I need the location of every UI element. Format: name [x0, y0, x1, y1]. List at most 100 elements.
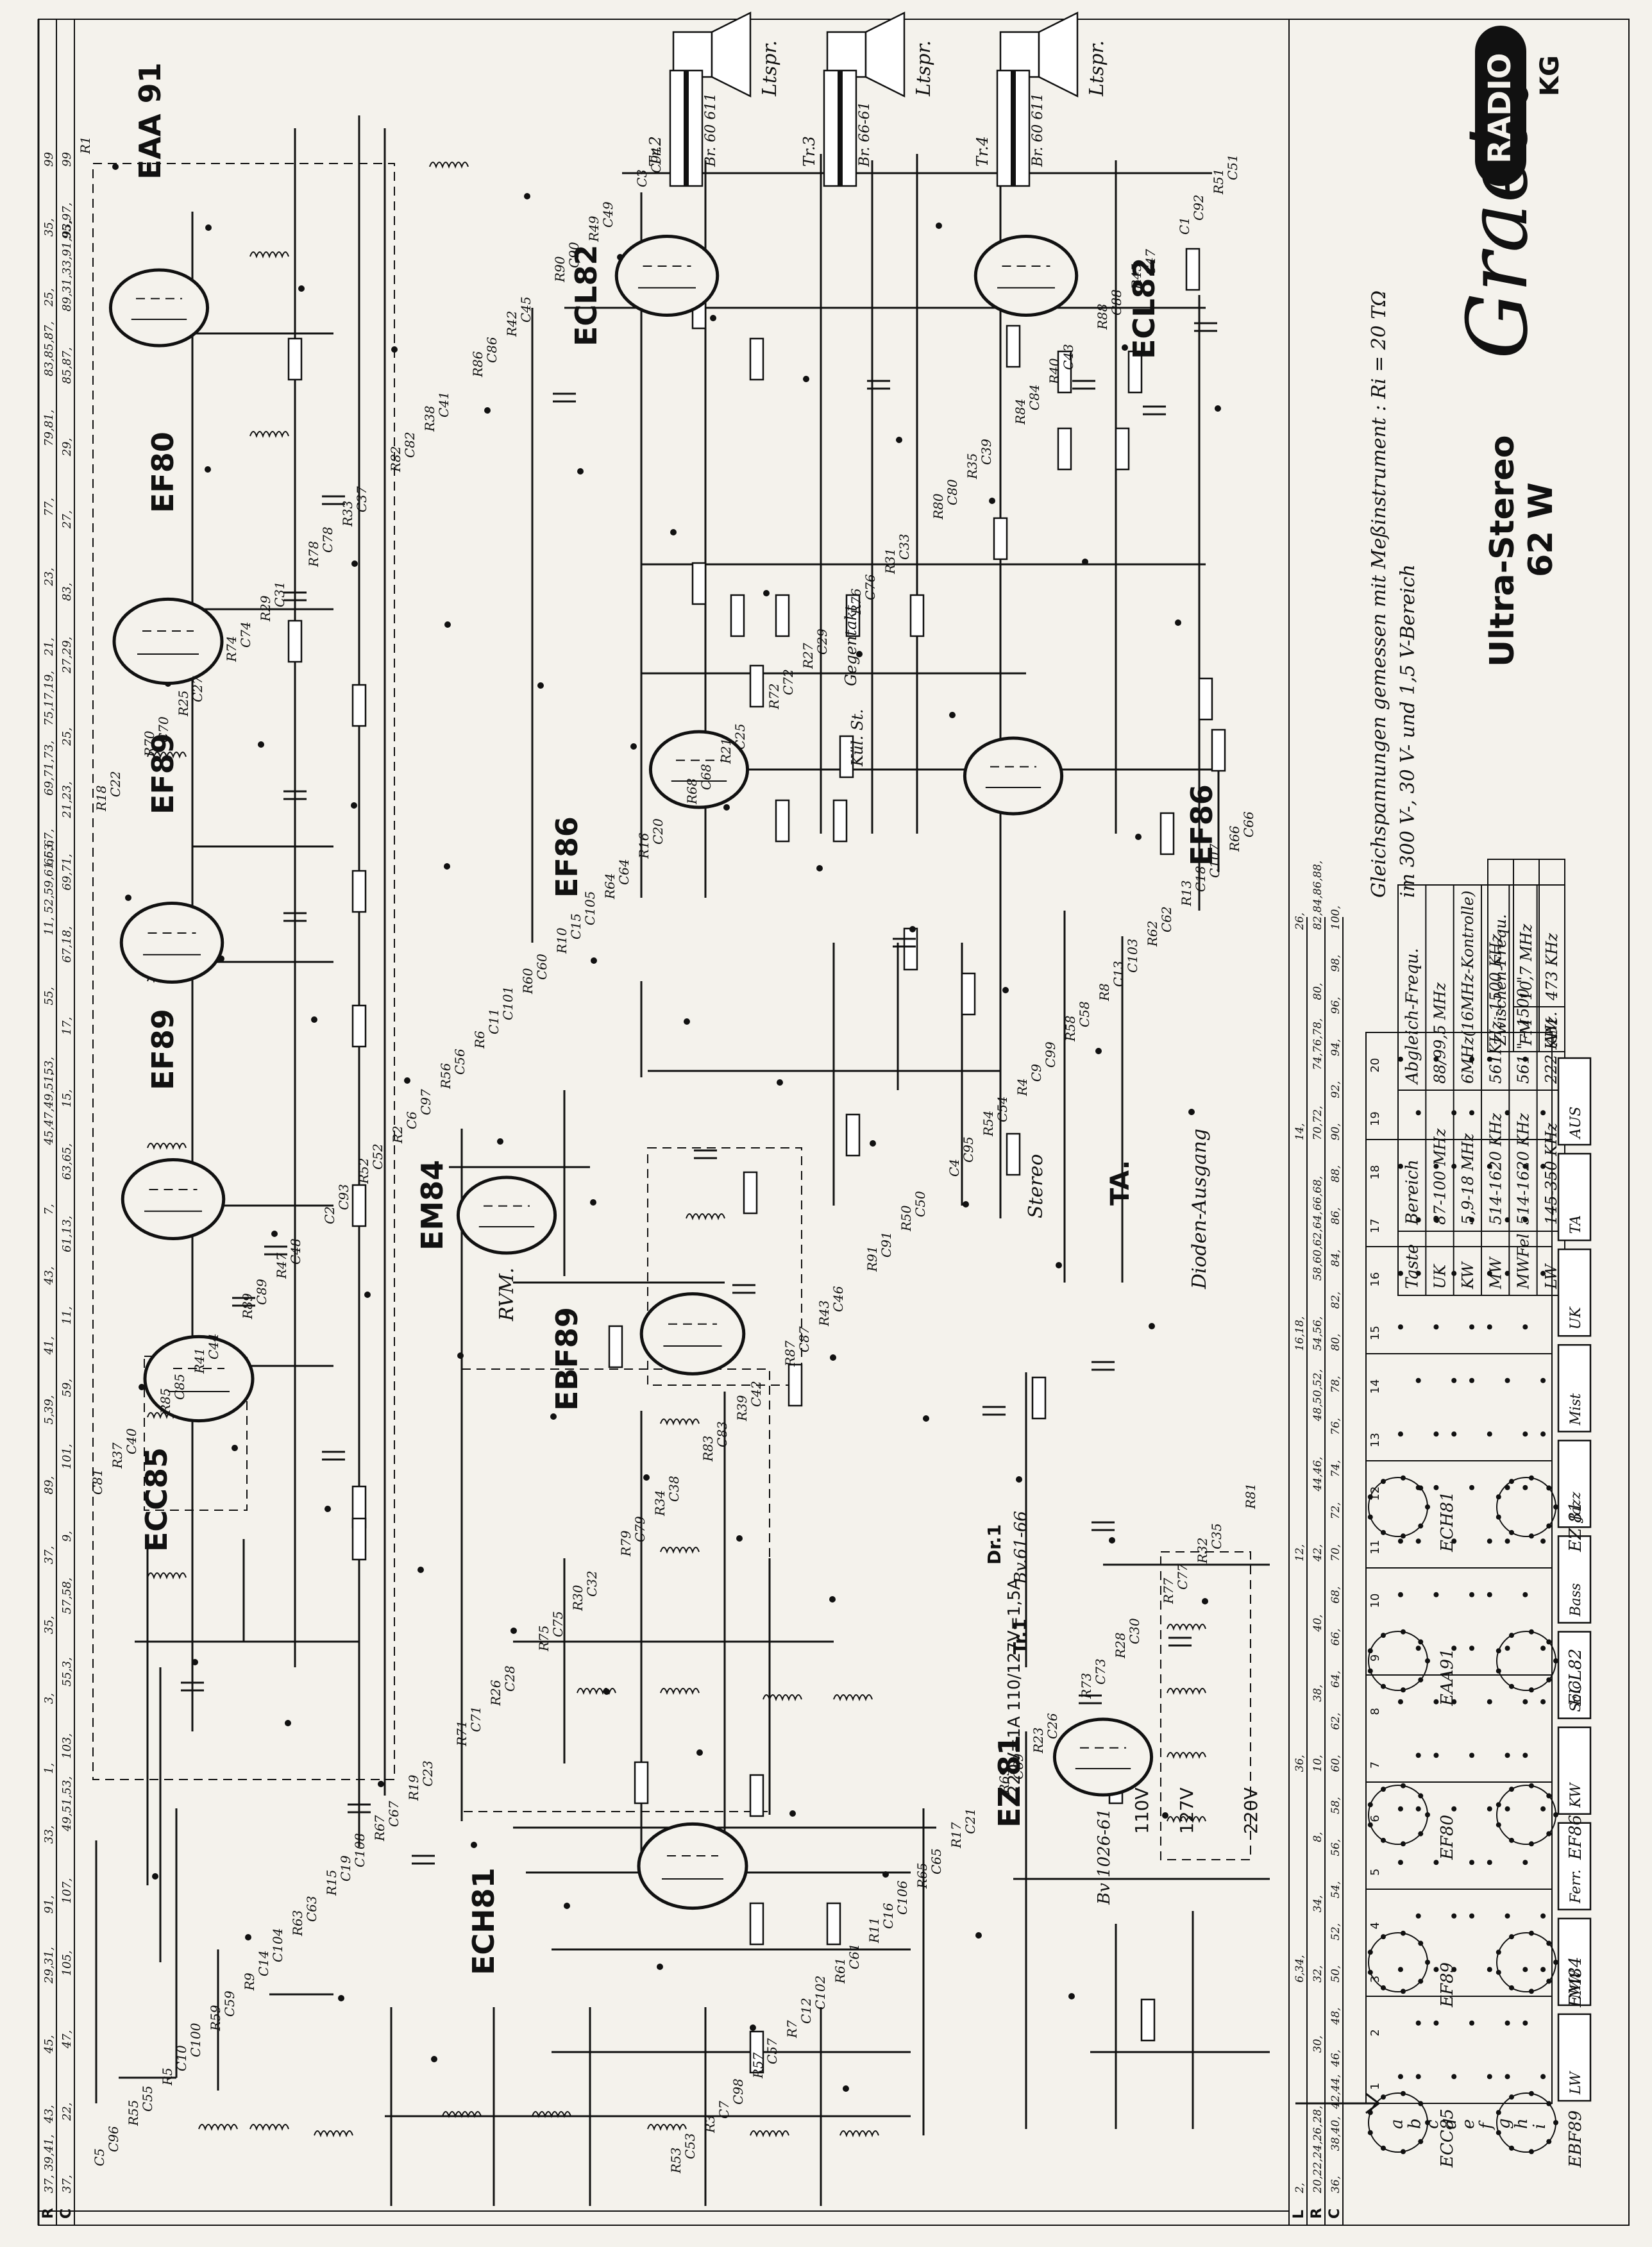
component-c52: C52	[370, 1143, 385, 1170]
component-c31: C31	[272, 581, 287, 607]
component-c107: C107	[1207, 843, 1222, 878]
strip-bottom-value: 36,	[1294, 1755, 1306, 1772]
pinout-pin	[1496, 1949, 1501, 1955]
switch-contact	[1469, 1110, 1474, 1116]
pushbutton-label: KW	[1568, 1781, 1584, 1808]
strip-bottom-value: 64,	[1329, 1671, 1342, 1688]
component-c90: C90	[566, 242, 582, 268]
strip-bottom-value: 32,	[1311, 1965, 1324, 1983]
pushbutton-lw	[1557, 2013, 1592, 2102]
switch-contact	[1540, 1110, 1546, 1116]
component-r79: R79	[618, 1530, 634, 1557]
switch-contact	[1469, 1056, 1474, 1062]
strip-c-value: 99	[60, 152, 74, 167]
component-c64: C64	[616, 859, 632, 885]
freq-table-cell: KW	[1459, 1261, 1477, 1290]
pinout-label: EM84	[1566, 1957, 1585, 2008]
component-c2: C2	[322, 1206, 337, 1224]
switch-row-letter: d	[1441, 2118, 1460, 2129]
component-r43: R43	[816, 1300, 832, 1327]
pinout-pin	[1400, 1783, 1406, 1788]
component-r16: R16	[636, 832, 652, 859]
switch-contact	[1540, 1163, 1546, 1169]
component-c3: C3	[634, 169, 650, 187]
resistor-symbol	[845, 1113, 861, 1157]
junction-dot	[351, 802, 357, 809]
junction-dot	[909, 926, 916, 932]
switch-contact	[1487, 1056, 1492, 1062]
switch-contact	[1415, 2074, 1421, 2080]
component-c63: C63	[304, 1896, 319, 1922]
strip-c-value: 89,31,33,91,93,	[60, 220, 74, 312]
component-c80: C80	[945, 479, 960, 505]
component-c88: C88	[1109, 289, 1124, 316]
coil-symbol	[1167, 1624, 1206, 1631]
switch-contact	[1487, 1431, 1492, 1437]
pinout-pin	[1509, 1633, 1514, 1638]
switch-contact	[1469, 2020, 1474, 2026]
switch-contact	[1415, 1217, 1421, 1223]
switch-contact	[1397, 1431, 1403, 1437]
strip-c-value: 22,	[60, 2103, 74, 2122]
component-c43: C43	[1061, 344, 1076, 370]
switch-contact	[1540, 2074, 1546, 2080]
pinout-pin	[1528, 1629, 1534, 1635]
pinout-pin	[1367, 1668, 1373, 1674]
switch-contact	[1451, 1913, 1457, 1919]
junction-dot	[789, 1810, 796, 1817]
pinout-label: EZ 81	[1566, 1502, 1585, 1553]
strip-bottom-value: 52,	[1329, 1923, 1342, 1940]
switch-contact	[1487, 1270, 1492, 1276]
tube-ecl82a	[614, 235, 720, 317]
switch-contact	[1522, 1056, 1528, 1062]
pinout-pin	[1418, 1793, 1424, 1799]
component-r30: R30	[570, 1585, 586, 1612]
component-c84: C84	[1027, 384, 1042, 410]
component-c53: C53	[682, 2133, 698, 2159]
junction-dot	[856, 651, 863, 657]
pinout-pin	[1509, 2145, 1514, 2151]
resistor-symbol	[1211, 728, 1226, 772]
junction-dot	[657, 1964, 663, 1970]
strip-c-value: 59,	[60, 1379, 74, 1397]
pinout-pin	[1400, 1930, 1406, 1936]
component-c72: C72	[780, 669, 796, 695]
component-c45: C45	[518, 296, 534, 323]
switch-contact	[1487, 1324, 1492, 1330]
pushbutton-mw	[1557, 1917, 1592, 2007]
tube-ech81	[637, 1822, 748, 1910]
speaker-cone	[1038, 11, 1079, 98]
strip-bottom-value: 66,	[1329, 1628, 1342, 1645]
strip-r-value: 43,	[42, 2105, 56, 2124]
switch-contact	[1487, 1163, 1492, 1169]
component-c19: C19	[338, 1855, 353, 1881]
strip-bottom-value: 78,	[1329, 1376, 1342, 1393]
switch-arrow	[1295, 2092, 1381, 2114]
pinout-pin	[1509, 1683, 1514, 1689]
junction-dot	[896, 437, 902, 443]
pushbutton-switch-matrix: 1234567891011121314151617181920abcdefghi…	[1295, 1032, 1592, 2130]
coil-symbol	[249, 251, 289, 258]
component-r37: R37	[110, 1442, 125, 1469]
speaker-cone	[711, 11, 752, 98]
transformer-id: Tr.4	[973, 136, 991, 167]
switch-contact	[1487, 1860, 1492, 1865]
component-c66: C66	[1241, 811, 1256, 837]
switch-col-number: 18	[1369, 1165, 1382, 1180]
pinout-pin	[1496, 1969, 1501, 1975]
component-c102: C102	[813, 1976, 828, 2010]
junction-dot	[444, 621, 451, 628]
pinout-pin	[1496, 1494, 1501, 1500]
junction-dot	[816, 865, 823, 871]
component-r51: R51	[1211, 168, 1226, 195]
switch-row-letter: b	[1405, 2118, 1424, 2129]
junction-dot	[882, 1871, 889, 1878]
pinout-pin	[1418, 1485, 1424, 1491]
junction-dot	[1188, 1109, 1195, 1115]
junction-dot	[936, 223, 942, 229]
component-c50: C50	[913, 1191, 928, 1217]
strip-c-value: 49,51,53,	[60, 1776, 74, 1832]
component-r58: R58	[1063, 1015, 1078, 1042]
